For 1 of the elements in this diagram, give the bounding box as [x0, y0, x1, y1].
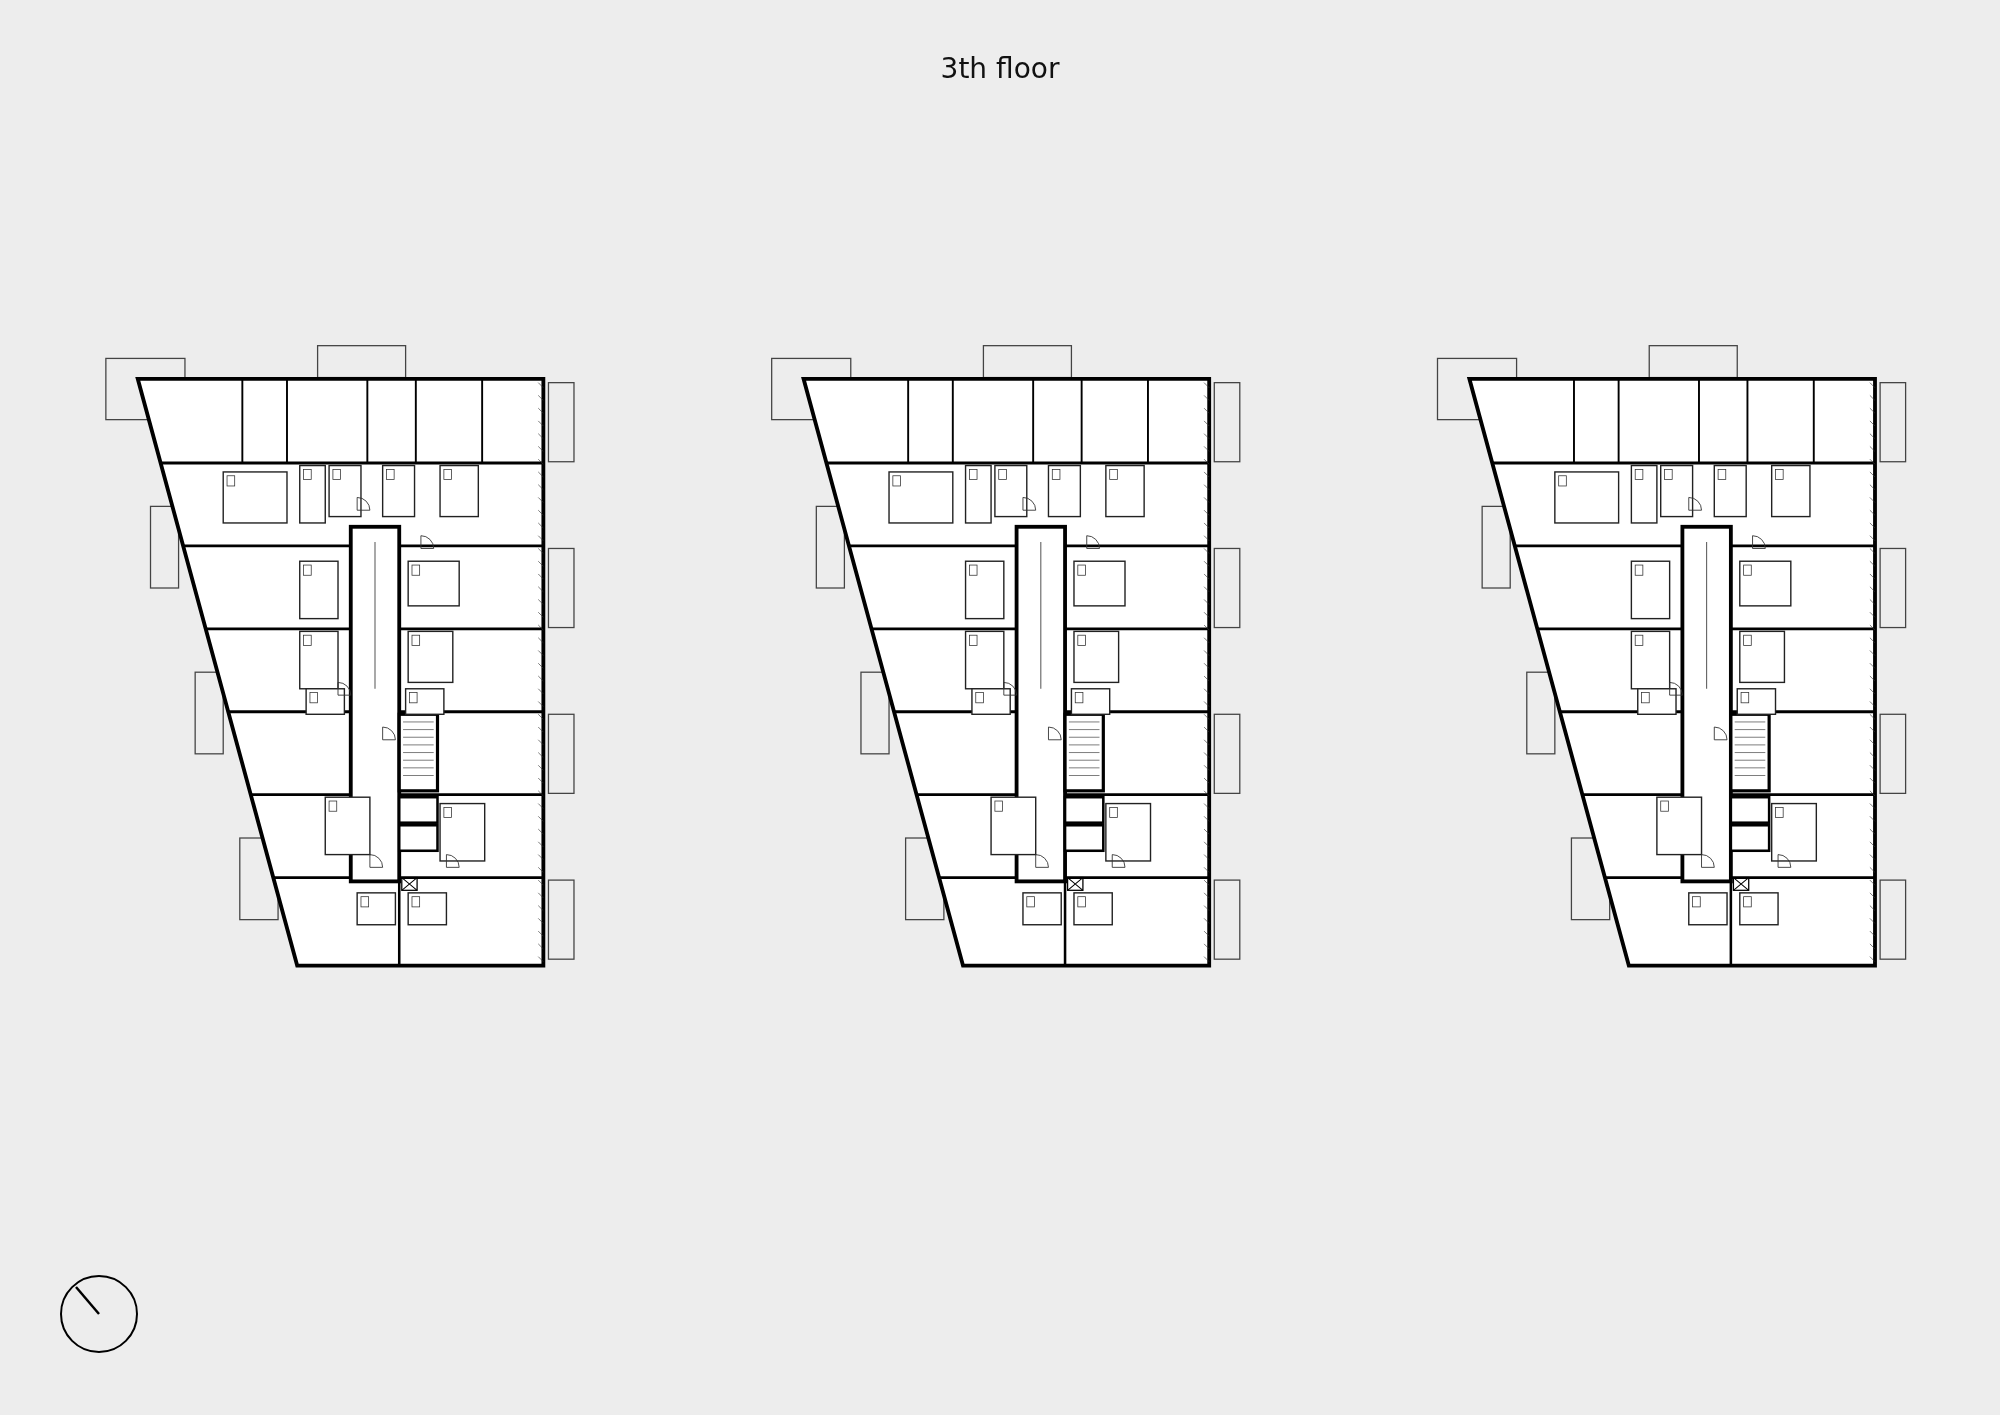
title: 3th floor — [940, 52, 1060, 85]
